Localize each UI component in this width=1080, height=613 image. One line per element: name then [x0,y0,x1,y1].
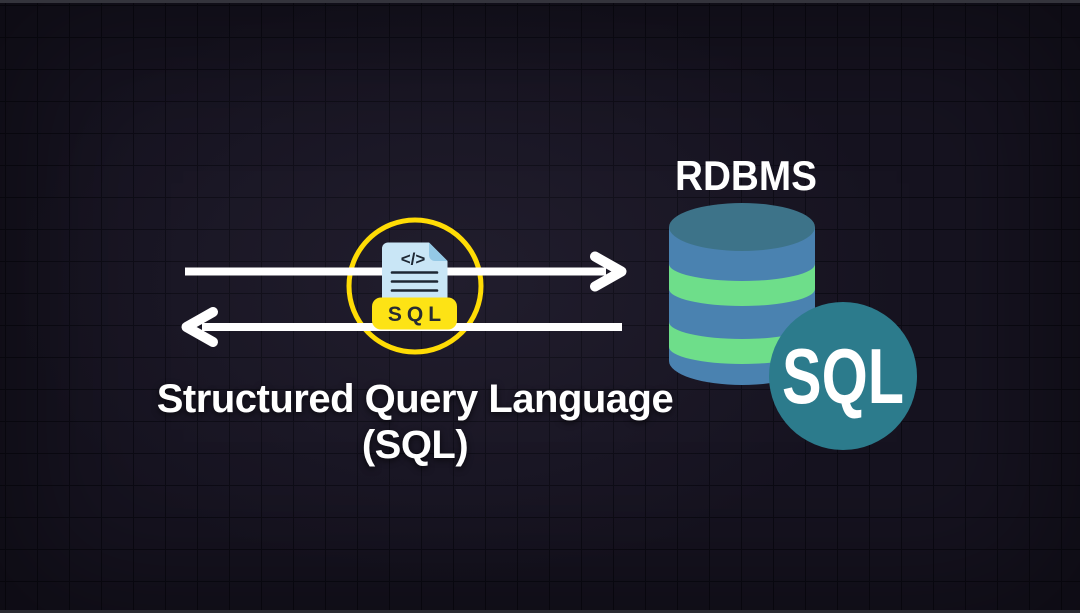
document-text-lines [390,271,439,292]
code-glyph-icon: </> [401,250,426,269]
caption-line2: (SQL) [361,423,469,467]
bottom-edge-strip [0,610,1080,613]
caption: Structured Query Language (SQL) [85,376,745,468]
sql-file-badge [372,297,457,330]
yellow-ring-icon [346,217,484,355]
sql-circle [769,302,917,450]
sql-circle-badge: SQL [769,302,917,450]
document-fold-corner [429,242,448,261]
sql-circle-label: SQL [782,332,904,420]
cylinder-top [669,203,815,251]
database-stripe-top [669,264,815,306]
rdbms-label: RDBMS [675,152,817,199]
top-edge-strip [0,0,1080,3]
caption-line1: Structured Query Language [156,377,674,421]
sql-file-icon: </> SQL [372,242,457,330]
sql-file-badge-label: SQL [388,303,446,326]
